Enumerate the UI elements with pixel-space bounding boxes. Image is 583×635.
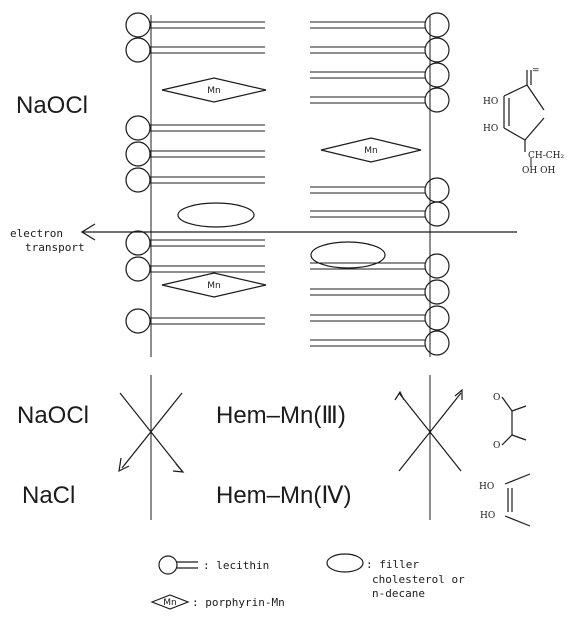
lecithin-molecule [310,12,450,38]
enediol-fragment: HO HO [479,473,531,527]
lecithin-molecule [310,253,450,279]
porphyrin-mn-label: Mn [207,281,220,291]
hem-mn-iv: Hem–Mn(Ⅳ) [216,482,352,509]
bilayer [125,12,450,357]
left-lipid-leaflet [125,12,265,334]
lecithin-molecule [125,37,265,63]
filler-ellipse-1 [177,202,255,228]
dehydroascorbate-fragment: O O [493,393,527,451]
dehydro-o-top: O [493,393,500,403]
porphyrin-mn-label: Mn [364,146,377,156]
legend-lecithin-label: : lecithin [203,559,269,572]
ascorbate-ho-bottom: HO [483,124,498,134]
nacl-product: NaCl [22,482,75,509]
lecithin-molecule [125,167,265,193]
dehydro-o-bottom: O [493,441,500,451]
lecithin-molecule [310,201,450,227]
ascorbate-carbonyl: = [532,66,540,76]
porphyrin-mn-1: Mn [161,77,267,103]
lecithin-molecule [125,256,265,282]
hem-mn-iii: Hem–Mn(Ⅲ) [216,402,346,429]
electron-transport-label-line1: electron [10,227,63,240]
legend-filler-label-1: : filler [366,558,419,571]
porphyrin-mn-label: Mn [207,86,220,96]
lecithin-molecule [125,12,265,38]
enediol-ho-bottom: HO [480,511,495,521]
legend-porphyrin-label: : porphyrin-Mn [192,596,285,609]
ascorbate-ho-top: HO [483,97,498,107]
lecithin-molecule [310,37,450,63]
left-arrow-out [121,392,183,469]
filler-ellipse-2 [310,241,386,269]
electron-transport-arrow [80,223,517,241]
legend-filler-label-3: n-decane [372,587,425,600]
legend-porphyrin: Mn : porphyrin-Mn [150,594,285,610]
legend-filler-label-2: cholesterol or [372,573,465,586]
lecithin-molecule [310,330,450,356]
naocl-outside-label: NaOCl [16,92,88,119]
right-arrow-up [398,392,462,472]
ascorbate-side-chain: CH-CH₂ [528,151,565,161]
electron-transport-label-line2: transport [25,241,85,254]
legend: : lecithin : filler cholesterol or n-dec… [150,553,465,610]
porphyrin-mn-3: Mn [161,272,267,298]
porphyrin-mn-2: Mn [320,137,422,163]
lecithin-molecule [125,308,265,334]
lecithin-molecule [310,87,450,113]
lecithin-molecule [310,305,450,331]
ascorbate-side-oh: OH OH [522,166,555,176]
lecithin-molecule [310,279,450,305]
legend-porphyrin-symbol: Mn [163,598,176,608]
lecithin-molecule [125,230,265,256]
lecithin-molecule [125,115,265,141]
naocl-reactant: NaOCl [17,402,89,429]
lecithin-molecule [310,62,450,88]
legend-lecithin: : lecithin [158,555,269,575]
legend-filler: : filler cholesterol or n-decane [326,553,465,600]
ascorbic-acid-structure: HO HO = CH-CH₂ OH OH [483,66,565,176]
lecithin-molecule [310,177,450,203]
reaction-scheme: NaOCl NaCl Hem–Mn(Ⅲ) Hem–Mn(Ⅳ) O O HO HO [17,375,531,527]
lecithin-molecule [125,141,265,167]
right-lipid-leaflet [310,12,450,356]
enediol-ho-top: HO [479,482,494,492]
